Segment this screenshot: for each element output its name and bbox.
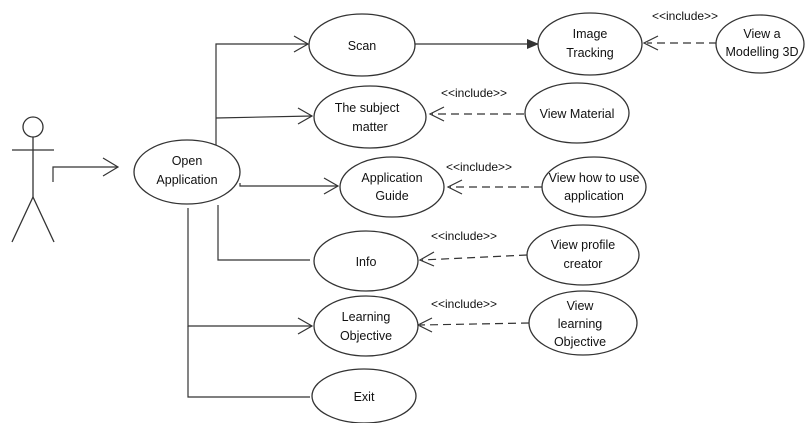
use-case-view-how-to-use: View how to use application — [541, 156, 647, 218]
use-case-label: creator — [564, 257, 603, 271]
use-case-scan: Scan — [308, 13, 416, 77]
use-case-label: learning — [558, 317, 603, 331]
association-open-scan — [215, 35, 310, 152]
use-case-subject-matter: The subject matter — [313, 85, 427, 149]
use-case-label: Open — [172, 154, 203, 168]
association-open-info — [217, 205, 310, 261]
use-case-label: Exit — [354, 390, 375, 404]
use-case-open-application: Open Application — [133, 139, 241, 205]
use-case-label: Application — [156, 173, 217, 187]
use-case-label: View Material — [540, 107, 615, 121]
include-label-2: <<include>> — [441, 86, 507, 100]
include-modelling-tracking: <<include>> — [642, 9, 718, 51]
use-case-view-learning-objective: View learning Objective — [528, 290, 638, 356]
use-case-view-modelling-3d: View a Modelling 3D — [715, 14, 805, 74]
use-case-label: View profile — [551, 238, 615, 252]
use-case-label: View — [567, 299, 595, 313]
association-open-subject — [215, 107, 314, 125]
use-case-label: Application — [361, 171, 422, 185]
actor-figure — [11, 116, 55, 243]
use-case-label: application — [564, 189, 624, 203]
use-case-label: Scan — [348, 39, 377, 53]
use-case-label: Image — [573, 27, 608, 41]
use-case-label: Learning — [342, 310, 391, 324]
include-label-1: <<include>> — [652, 9, 718, 23]
use-case-label: Modelling 3D — [726, 45, 799, 59]
use-case-label: Objective — [340, 329, 392, 343]
include-profile-info: <<include>> — [418, 229, 528, 267]
actor-right-leg — [32, 196, 55, 243]
use-case-view-material: View Material — [524, 82, 630, 144]
association-open-learning — [187, 208, 314, 335]
association-open-exit — [187, 326, 310, 398]
include-label-4: <<include>> — [431, 229, 497, 243]
use-case-learning-objective: Learning Objective — [313, 295, 419, 357]
use-case-label: Objective — [554, 335, 606, 349]
use-case-label: Tracking — [566, 46, 614, 60]
use-case-application-guide: Application Guide — [339, 156, 445, 218]
association-open-guide — [239, 177, 340, 195]
use-case-exit: Exit — [311, 368, 417, 423]
include-howto-guide: <<include>> — [446, 160, 542, 195]
include-label-5: <<include>> — [431, 297, 497, 311]
use-case-view-profile-creator: View profile creator — [526, 224, 640, 286]
use-case-label: The subject — [335, 101, 400, 115]
use-case-info: Info — [313, 230, 419, 292]
include-view-learning: <<include>> — [416, 297, 530, 333]
use-case-label: matter — [352, 120, 387, 134]
use-case-image-tracking: Image Tracking — [537, 12, 643, 76]
include-material-subject: <<include>> — [428, 86, 524, 122]
association-actor-open — [52, 157, 120, 182]
use-case-label: Guide — [375, 189, 408, 203]
use-case-label: Info — [356, 255, 377, 269]
use-case-label: View how to use — [549, 171, 640, 185]
actor-head — [22, 116, 44, 138]
use-case-label: View a — [743, 27, 780, 41]
include-label-3: <<include>> — [446, 160, 512, 174]
actor-left-leg — [11, 196, 34, 243]
